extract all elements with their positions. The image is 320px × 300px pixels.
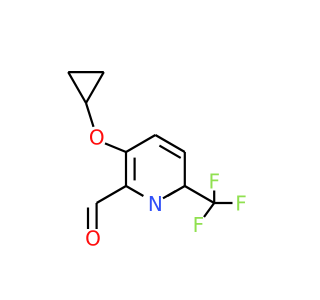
oxygen-ether-label: O xyxy=(89,126,105,150)
c-cho-bond xyxy=(96,185,127,204)
ring-double-bond xyxy=(162,189,177,200)
structure-canvas: O N O F F F xyxy=(67,70,247,251)
ring-bond xyxy=(125,134,156,153)
ring-bond xyxy=(125,185,144,197)
fluorine-bottom-label: F xyxy=(193,213,205,237)
cyclopropyl-bond xyxy=(85,71,105,104)
nitrogen-label: N xyxy=(148,192,163,216)
oxygen-aldehyde-label: O xyxy=(85,227,101,251)
molecule-structure: O N O F F F xyxy=(67,70,247,251)
cyclopropyl-o-bond xyxy=(84,102,95,128)
fluorine-top-label: F xyxy=(208,170,220,194)
c-cf3-bond xyxy=(184,185,215,204)
cyclopropyl-bond xyxy=(67,71,87,104)
o-ring-bond xyxy=(104,142,127,154)
ring-bond xyxy=(154,134,186,153)
fluorine-right-label: F xyxy=(235,192,247,216)
c-f-bond xyxy=(203,202,216,218)
ring-double-bond xyxy=(158,144,182,159)
